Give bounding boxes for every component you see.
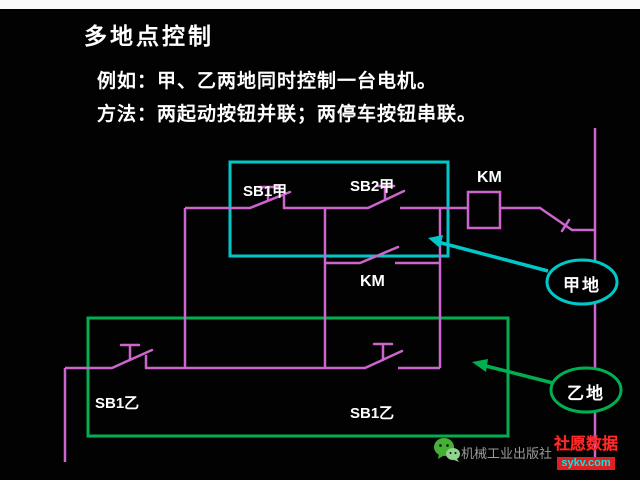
label-km-contact: KM bbox=[360, 273, 385, 290]
watermark: 社愿数据 sykv.com bbox=[536, 435, 636, 470]
label-sb1-yi-left: SB1乙 bbox=[95, 395, 140, 412]
example-text: 例如：甲、乙两地同时控制一台电机。 bbox=[97, 71, 438, 92]
label-km-coil: KM bbox=[477, 169, 502, 186]
yi-callout-arrowhead bbox=[472, 359, 488, 372]
slide-title: 多地点控制 bbox=[84, 23, 214, 49]
label-sb2-jia: SB2甲 bbox=[350, 178, 395, 195]
jia-location-ellipse bbox=[545, 258, 619, 306]
label-yi-di: 乙地 bbox=[567, 384, 605, 403]
watermark-text: 社愿数据 bbox=[553, 436, 618, 453]
label-sb1-yi-center: SB1乙 bbox=[350, 405, 395, 422]
top-border-strip bbox=[0, 0, 640, 9]
wechat-icon bbox=[434, 438, 460, 462]
jia-callout-arrowhead bbox=[428, 235, 443, 248]
yi-location-ellipse bbox=[549, 366, 623, 414]
km-coil-symbol bbox=[466, 190, 502, 230]
yi-callout-arrow bbox=[477, 362, 554, 385]
label-jia-di: 甲地 bbox=[563, 276, 601, 295]
yi-location-highlight-box bbox=[86, 316, 510, 438]
jia-callout-arrow bbox=[433, 239, 549, 273]
pushbutton-and-contact-symbols bbox=[110, 184, 574, 370]
label-sb1-jia: SB1甲 bbox=[243, 183, 288, 200]
publisher-text: 机械工业出版社 bbox=[461, 446, 553, 461]
watermark-url: sykv.com bbox=[557, 457, 615, 470]
circuit-wires bbox=[63, 128, 597, 462]
method-text: 方法：两起动按钮并联；两停车按钮串联。 bbox=[97, 104, 478, 125]
